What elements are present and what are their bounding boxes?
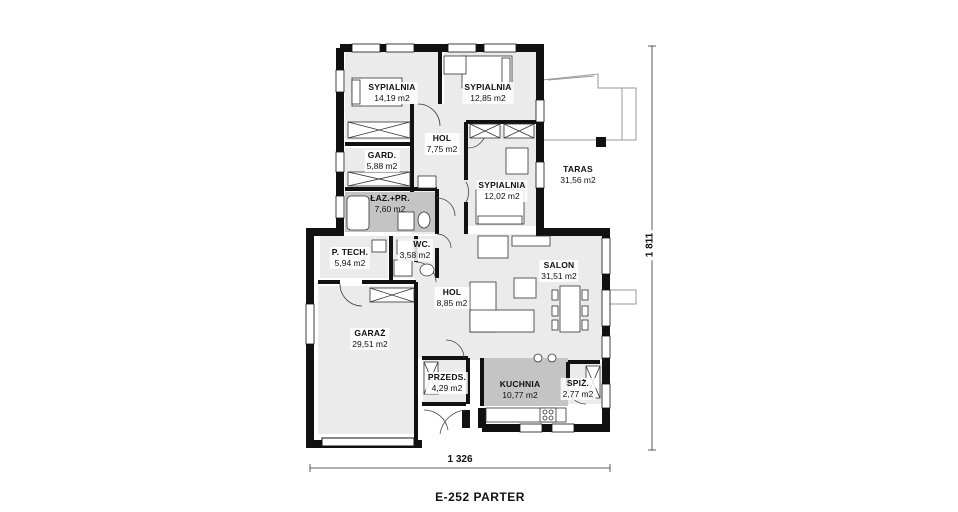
windows xyxy=(305,43,611,433)
room-area: 5,94 m2 xyxy=(334,258,366,268)
room-area: 7,75 m2 xyxy=(426,144,458,154)
garaz-floor xyxy=(318,286,416,434)
room-label-hol-2: HOL 8,85 m2 xyxy=(434,287,470,309)
room-label-garaz: GARAŻ 29,51 m2 xyxy=(350,328,390,350)
furniture-bathroom xyxy=(346,175,437,277)
room-label-kuchnia: KUCHNIA 10,77 m2 xyxy=(498,379,543,401)
room-area: 29,51 m2 xyxy=(352,339,388,349)
room-area: 31,51 m2 xyxy=(541,271,577,281)
room-name: SYPIALNIA xyxy=(368,82,416,92)
room-area: 10,77 m2 xyxy=(502,390,538,400)
terrace-outline xyxy=(541,73,637,305)
room-name: HOL xyxy=(432,133,452,143)
room-area: 12,02 m2 xyxy=(484,191,520,201)
room-name: P. TECH. xyxy=(331,247,369,257)
furniture-kitchen xyxy=(485,353,567,423)
room-area: 8,85 m2 xyxy=(436,298,468,308)
room-name: SPIŻ. xyxy=(566,378,590,388)
room-name: SALON xyxy=(543,260,575,270)
room-label-przeds: PRZEDS. 4,29 m2 xyxy=(425,372,469,394)
room-label-sypialnia-2: SYPIALNIA 12,85 m2 xyxy=(462,82,514,104)
room-name: SYPIALNIA xyxy=(478,180,526,190)
room-area: 7,60 m2 xyxy=(374,204,406,214)
room-label-gard: GARD. 5,88 m2 xyxy=(364,150,400,172)
terrace-column xyxy=(596,137,606,147)
room-name: GARD. xyxy=(367,150,397,160)
room-label-sypialnia-3: SYPIALNIA 12,02 m2 xyxy=(476,180,528,202)
room-area: 5,88 m2 xyxy=(366,161,398,171)
width-dimension: 1 326 xyxy=(444,454,476,465)
room-label-salon: SALON 31,51 m2 xyxy=(539,260,579,282)
room-area: 4,29 m2 xyxy=(431,383,463,393)
room-name: KUCHNIA xyxy=(499,379,541,389)
room-label-wc: WC. 3,58 m2 xyxy=(397,239,433,261)
room-area: 3,58 m2 xyxy=(399,250,431,260)
room-label-laz: ŁAZ.+PR. 7,60 m2 xyxy=(368,193,412,215)
room-label-taras: TARAS 31,56 m2 xyxy=(558,164,598,186)
room-label-sypialnia-1: SYPIALNIA 14,19 m2 xyxy=(366,82,418,104)
room-label-hol-1: HOL 7,75 m2 xyxy=(424,133,460,155)
room-name: HOL xyxy=(442,287,462,297)
kuchnia-floor xyxy=(482,358,568,406)
room-area: 14,19 m2 xyxy=(374,93,410,103)
room-area: 12,85 m2 xyxy=(470,93,506,103)
room-name: WC. xyxy=(413,239,431,249)
room-label-spiz: SPIŻ. 2,77 m2 xyxy=(560,378,596,400)
furniture-living xyxy=(443,55,589,333)
room-name: TARAS xyxy=(563,164,593,174)
room-label-ptech: P. TECH. 5,94 m2 xyxy=(329,247,371,269)
plan-title: E-252 PARTER xyxy=(435,490,525,504)
height-dimension: 1 811 xyxy=(644,229,656,261)
room-name: SYPIALNIA xyxy=(464,82,512,92)
room-name: PRZEDS. xyxy=(427,372,467,382)
room-area: 31,56 m2 xyxy=(560,175,596,185)
garage-door xyxy=(321,437,415,447)
room-name: ŁAZ.+PR. xyxy=(370,193,410,203)
room-name: GARAŻ xyxy=(354,328,386,338)
room-area: 2,77 m2 xyxy=(562,389,594,399)
